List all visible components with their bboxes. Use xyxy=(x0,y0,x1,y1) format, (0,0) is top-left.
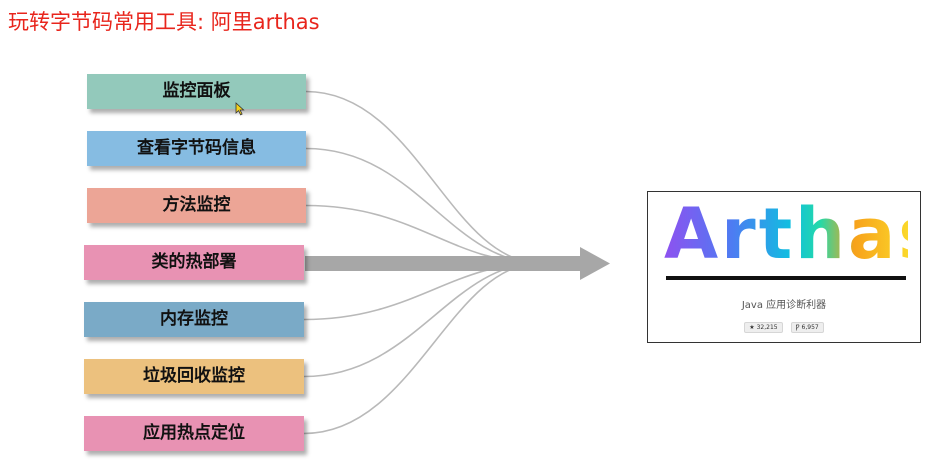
forks-count: 6,957 xyxy=(801,324,819,331)
feature-gc-monitor: 垃圾回收监控 xyxy=(84,359,304,394)
feature-label: 查看字节码信息 xyxy=(137,138,256,158)
feature-label: 应用热点定位 xyxy=(143,423,245,443)
connector-curve xyxy=(303,262,541,435)
arthas-logo-wordmark: Arthas xyxy=(664,193,937,275)
feature-class-hot-deploy: 类的热部署 xyxy=(84,245,304,280)
connector-curve xyxy=(305,147,541,264)
github-badges: ★ 32,215 Ƿ 6,957 xyxy=(648,322,920,333)
feature-label: 方法监控 xyxy=(162,195,231,215)
feature-label: 内存监控 xyxy=(160,309,228,329)
stars-count: 32,215 xyxy=(756,324,778,331)
stars-badge: ★ 32,215 xyxy=(744,322,783,333)
feature-label: 监控面板 xyxy=(162,81,231,101)
logo-underline xyxy=(666,276,906,280)
arthas-logo-card: Arthas Java 应用诊断利器 ★ 32,215 Ƿ 6,957 xyxy=(647,191,937,343)
mouse-cursor-icon xyxy=(235,102,245,116)
feature-method-monitor: 方法监控 xyxy=(87,188,306,223)
arrow-shaft xyxy=(305,256,582,271)
brand-subtitle: Java 应用诊断利器 xyxy=(741,300,827,311)
feature-memory-monitor: 内存监控 xyxy=(84,302,304,337)
star-icon: ★ xyxy=(749,324,755,331)
slide-title: 玩转字节码常用工具: 阿里arthas xyxy=(8,10,320,34)
feature-monitor-panel: 监控面板 xyxy=(87,74,306,109)
connector-curve xyxy=(303,262,541,321)
feature-label: 类的热部署 xyxy=(151,252,237,272)
forks-badge: Ƿ 6,957 xyxy=(790,322,824,333)
connector-curve xyxy=(303,262,541,378)
arrow-head xyxy=(580,247,610,280)
feature-view-bytecode: 查看字节码信息 xyxy=(87,131,306,166)
feature-label: 垃圾回收监控 xyxy=(143,366,245,386)
fork-icon: Ƿ xyxy=(795,324,800,331)
feature-hotspot-locate: 应用热点定位 xyxy=(84,416,304,451)
connector-curve xyxy=(305,90,541,264)
